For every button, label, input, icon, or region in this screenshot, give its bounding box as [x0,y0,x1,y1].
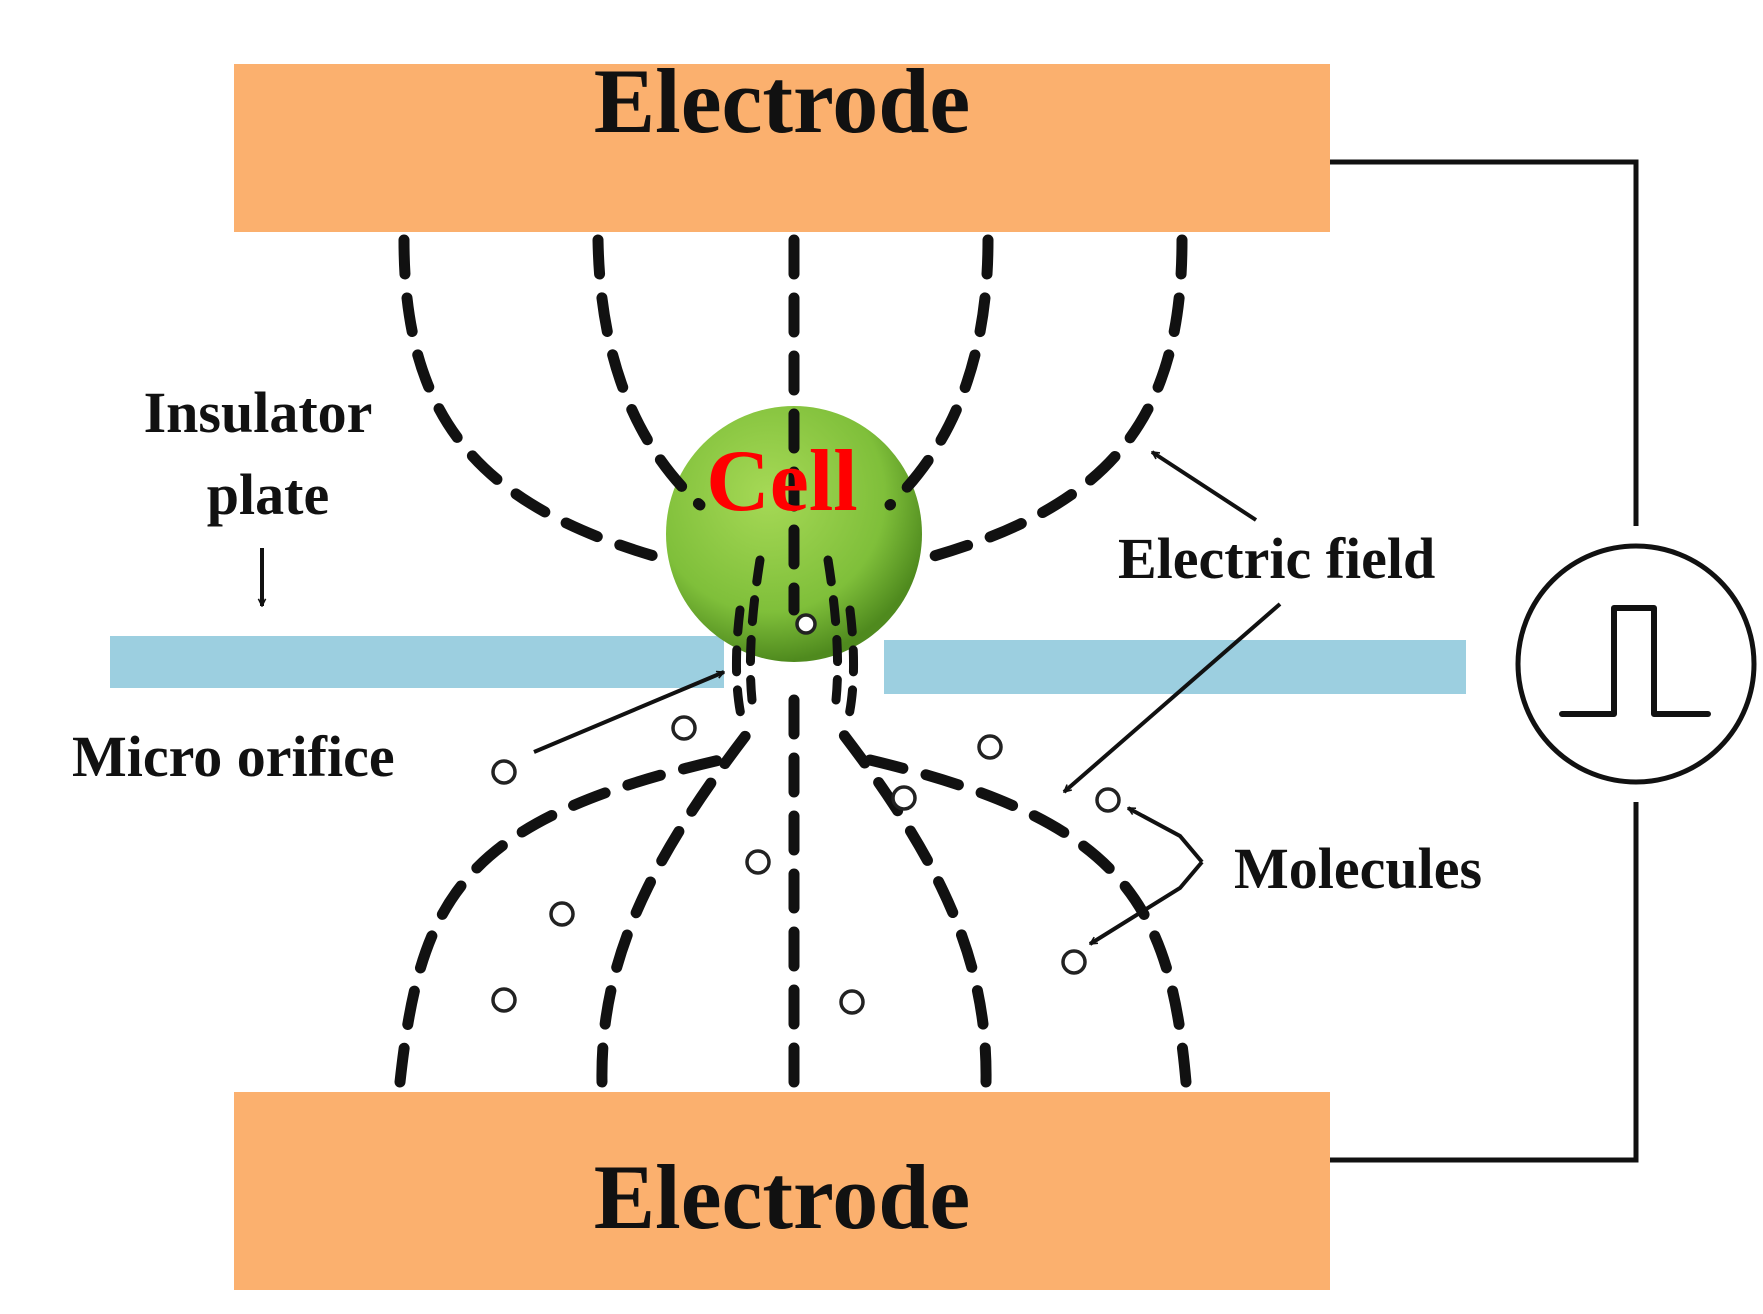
field-arrow-top [1152,450,1258,522]
molecules-arrow-top [1128,806,1204,864]
insulator-plate-right [884,640,1466,694]
field-lines-orifice [731,555,859,725]
field-arrow-bottom [1064,602,1282,794]
electrode-bottom-label: Electrode [594,1146,970,1248]
molecules-arrow-bottom [1090,860,1204,946]
electrode-bottom [234,1092,1330,1290]
insulator-plate-left [110,636,724,688]
pulse-generator-icon [1515,543,1757,785]
field-lines-bottom [394,694,1192,1088]
orifice-arrow [533,670,724,754]
electrode-top [234,64,1330,232]
micro-orifice-label: Micro orifice [72,724,395,789]
insulator-label-line1: Insulator [144,380,373,445]
annotation-arrows [262,450,1282,946]
insulator-label-line2: plate [207,462,329,527]
circuit-wire [1330,159,1639,1163]
electrode-top-label: Electrode [594,50,970,152]
molecules [491,613,1121,1015]
electric-field-label: Electric field [1118,526,1435,591]
field-lines-top [398,234,1188,616]
cell-label: Cell [706,433,858,530]
molecules-label: Molecules [1234,836,1482,901]
